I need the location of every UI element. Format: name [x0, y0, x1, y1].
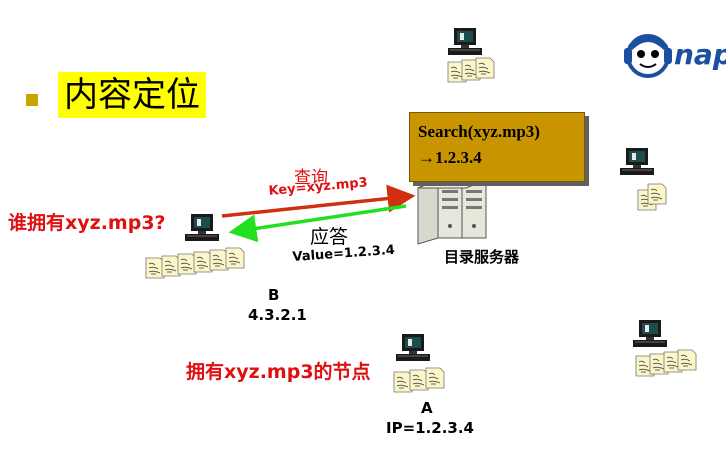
peer-node-right-lower	[633, 320, 697, 377]
reply-label: 应答	[310, 226, 349, 248]
server-label: 目录服务器	[444, 248, 520, 266]
node-b-ip: 4.3.2.1	[248, 306, 307, 324]
node-a-ip: IP=1.2.3.4	[386, 419, 474, 437]
question-label: 谁拥有xyz.mp3?	[8, 212, 166, 234]
query-label: 查询	[294, 168, 328, 188]
query-arrow	[221, 184, 416, 218]
napster-cat-icon	[624, 34, 672, 78]
logo-text: nap	[674, 38, 726, 71]
slide-title: 内容定位	[58, 72, 206, 118]
title-bullet	[26, 94, 38, 106]
directory-server-icon	[417, 179, 487, 245]
peer-node-right-upper	[620, 148, 667, 211]
napster-logo: nap	[622, 28, 726, 80]
search-line-2: →1.2.3.4	[418, 148, 482, 167]
search-line-1: Search(xyz.mp3)	[418, 122, 540, 141]
search-result-box: Search(xyz.mp3) →1.2.3.4	[409, 112, 585, 182]
node-a-name: A	[421, 399, 433, 417]
node-b-name: B	[268, 286, 280, 304]
peer-node-a	[393, 334, 445, 393]
owner-label: 拥有xyz.mp3的节点	[186, 361, 371, 383]
peer-node-top	[447, 28, 495, 83]
reply-arrow	[228, 204, 407, 243]
